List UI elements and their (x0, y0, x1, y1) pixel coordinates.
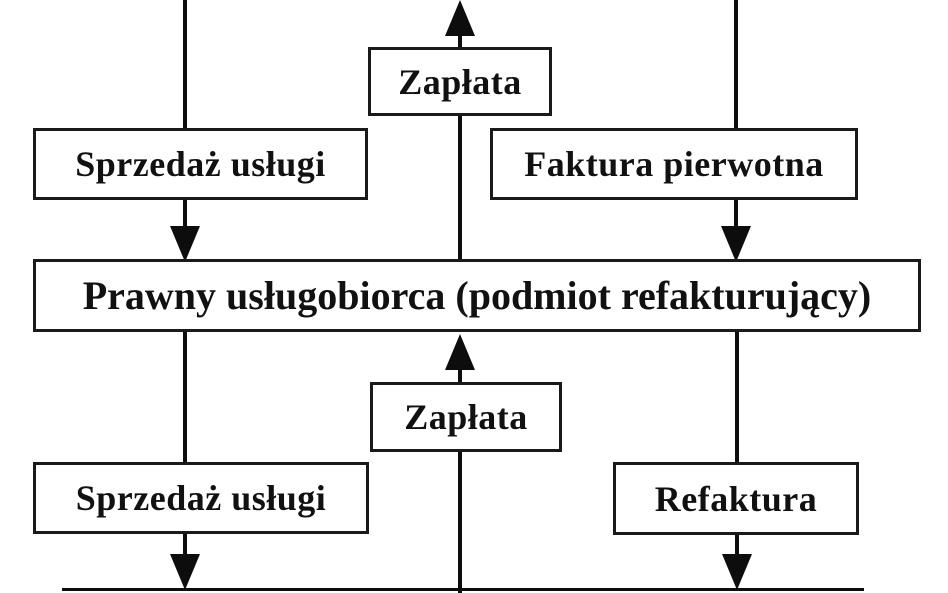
flow-line-sale-top-to-main (183, 198, 187, 230)
flow-line-provider-to-sale-top (183, 0, 187, 130)
flow-line-payment-bottom-down (458, 450, 462, 593)
legal-service-recipient-box: Prawny usługobiorca (podmiot refakturują… (33, 259, 921, 332)
arrowhead-down-icon (721, 226, 751, 262)
sale-of-service-top-label: Sprzedaż usługi (75, 144, 326, 184)
arrowhead-up-icon (445, 0, 475, 36)
cropped-bottom-box-edge (62, 588, 864, 591)
flow-line-sale-bottom-down (183, 532, 187, 558)
sale-of-service-bottom-label: Sprzedaż usługi (75, 478, 327, 518)
legal-service-recipient-label: Prawny usługobiorca (podmiot refakturują… (82, 272, 872, 318)
flow-line-main-to-sale-bottom (183, 330, 187, 464)
arrowhead-up-icon (445, 334, 475, 370)
arrowhead-down-icon (170, 226, 200, 262)
flow-line-provider-to-invoice (734, 0, 738, 130)
payment-top-label: Zapłata (398, 61, 522, 102)
payment-bottom-label: Zapłata (404, 397, 528, 437)
flow-line-main-to-reinvoice (735, 330, 739, 464)
flow-line-payment-top-to-main (458, 114, 462, 262)
original-invoice-label: Faktura pierwotna (524, 144, 824, 184)
payment-bottom-box: Zapłata (370, 382, 562, 452)
flow-line-payment-top-up (458, 28, 462, 50)
reinvoice-box: Refaktura (613, 462, 859, 535)
reinvoice-label: Refaktura (654, 478, 818, 519)
arrowhead-down-icon (722, 554, 752, 590)
flow-line-payment-bottom-up (458, 366, 462, 384)
arrowhead-down-icon (170, 554, 200, 590)
flow-line-invoice-to-main (734, 198, 738, 230)
payment-top-box: Zapłata (368, 47, 552, 116)
flow-line-reinvoice-down (735, 532, 739, 558)
original-invoice-box: Faktura pierwotna (490, 128, 858, 200)
sale-of-service-top-box: Sprzedaż usługi (33, 128, 368, 200)
sale-of-service-bottom-box: Sprzedaż usługi (33, 462, 369, 534)
